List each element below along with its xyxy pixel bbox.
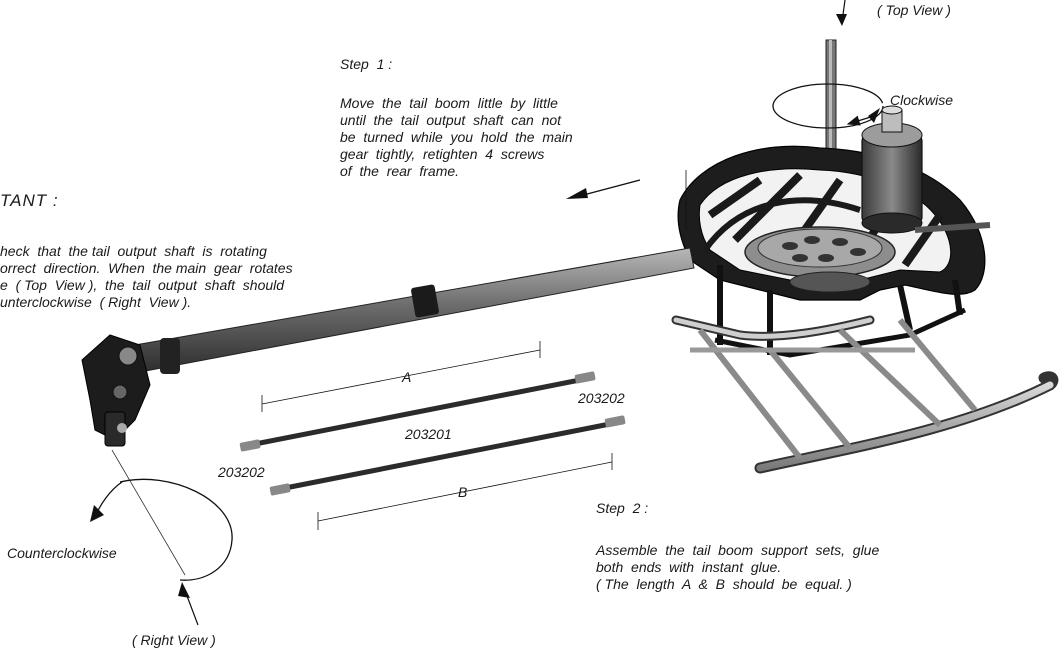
- counterclockwise-label: Counterclockwise: [7, 545, 117, 561]
- part-203201-label: 203201: [405, 426, 452, 442]
- support-rod-b: [269, 415, 626, 496]
- step1-text: Move the tail boom little by little unti…: [340, 95, 573, 180]
- important-heading: TANT :: [0, 191, 59, 210]
- dimension-a: [261, 341, 541, 412]
- important-line: heck that the tail output shaft is rotat…: [0, 243, 267, 259]
- landing-gear: [671, 315, 1059, 474]
- step1-line: be turned while you hold the main: [340, 129, 573, 145]
- motor: [861, 105, 923, 234]
- important-line: unterclockwise ( Right View ).: [0, 294, 192, 310]
- step1-pointer: [566, 170, 687, 230]
- dimension-b: [317, 453, 613, 530]
- important-line: e ( Top View ), the tail output shaft sh…: [0, 277, 285, 293]
- tail-boom: [134, 247, 695, 374]
- step2-line: both ends with instant glue.: [596, 559, 782, 575]
- counterclockwise-arrow: [90, 478, 233, 581]
- step1-title: Step 1 :: [340, 56, 393, 72]
- top-view-label: ( Top View ): [877, 2, 951, 18]
- top-view-arrow: [836, 0, 847, 26]
- dimension-a-label: A: [402, 369, 412, 385]
- step1-line: until the tail output shaft can not: [340, 112, 562, 128]
- tail-gearbox: [81, 334, 151, 447]
- step1-line: Move the tail boom little by little: [340, 95, 558, 111]
- step2-text: Assemble the tail boom support sets, glu…: [596, 542, 879, 593]
- dimension-b-label: B: [458, 484, 468, 500]
- part-203202-left-label: 203202: [218, 464, 265, 480]
- main-gear: [744, 226, 896, 293]
- clockwise-label: Clockwise: [890, 92, 954, 108]
- right-view-arrow: [178, 582, 199, 626]
- important-text: heck that the tail output shaft is rotat…: [0, 243, 293, 311]
- part-203202-right-label: 203202: [578, 390, 625, 406]
- step1-line: gear tightly, retighten 4 screws: [340, 146, 545, 162]
- step1-line: of the rear frame.: [340, 163, 460, 179]
- important-line: orrect direction. When the main gear rot…: [0, 260, 293, 276]
- right-view-label: ( Right View ): [132, 632, 216, 648]
- step2-title: Step 2 :: [596, 500, 649, 516]
- support-rod-a: [239, 371, 596, 452]
- clockwise-arrow: [772, 83, 884, 129]
- step2-line: ( The length A & B should be equal. ): [596, 576, 852, 592]
- step2-line: Assemble the tail boom support sets, glu…: [596, 542, 880, 558]
